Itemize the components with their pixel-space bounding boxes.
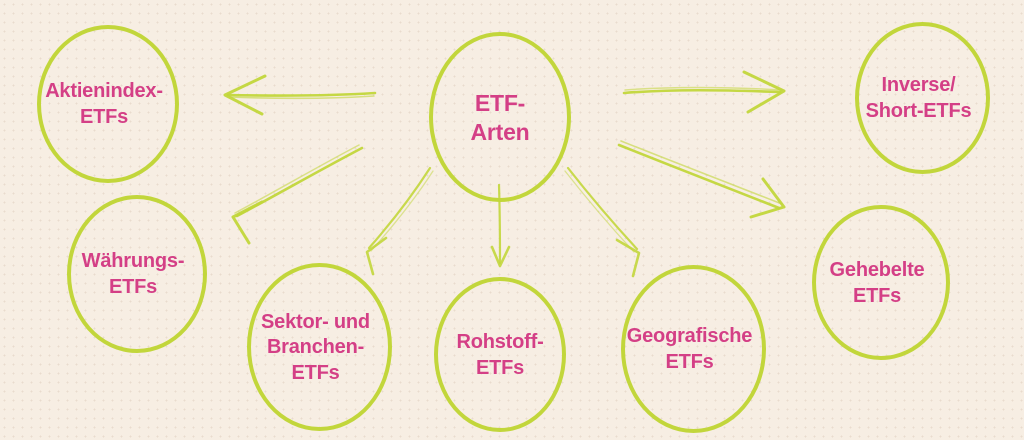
node-label-sektor-branchen-etfs: Sektor- und Branchen- ETFs [261,310,370,384]
node-label-etf-arten: ETF- Arten [470,89,530,145]
node-geografische-etfs[interactable]: Geografische ETFs [621,265,766,433]
arrow-to-waehrungs-etfs [231,144,364,245]
node-aktienindex-etfs[interactable]: Aktienindex- ETFs [37,25,179,183]
arrow-to-gehebelte-etfs [617,140,786,219]
node-waehrungs-etfs[interactable]: Währungs- ETFs [67,195,207,353]
arrow-to-sektor-branchen-etfs [365,166,434,276]
node-sektor-branchen-etfs[interactable]: Sektor- und Branchen- ETFs [247,263,392,431]
node-etf-arten[interactable]: ETF- Arten [429,32,571,202]
arrow-to-aktienindex-etfs [223,74,377,116]
node-gehebelte-etfs[interactable]: Gehebelte ETFs [812,205,950,360]
node-label-waehrungs-etfs: Währungs- ETFs [81,250,185,298]
node-label-aktienindex-etfs: Aktienindex- ETFs [45,80,163,128]
node-label-inverse-short-etfs: Inverse/ Short-ETFs [865,74,972,122]
node-rohstoff-etfs[interactable]: Rohstoff- ETFs [434,277,566,432]
arrow-to-inverse-short-etfs [622,70,786,114]
node-label-geografische-etfs: Geografische ETFs [626,325,753,373]
node-label-gehebelte-etfs: Gehebelte ETFs [829,258,925,307]
arrow-to-geografische-etfs [564,166,641,278]
node-inverse-short-etfs[interactable]: Inverse/ Short-ETFs [855,22,990,174]
node-label-rohstoff-etfs: Rohstoff- ETFs [456,330,544,379]
